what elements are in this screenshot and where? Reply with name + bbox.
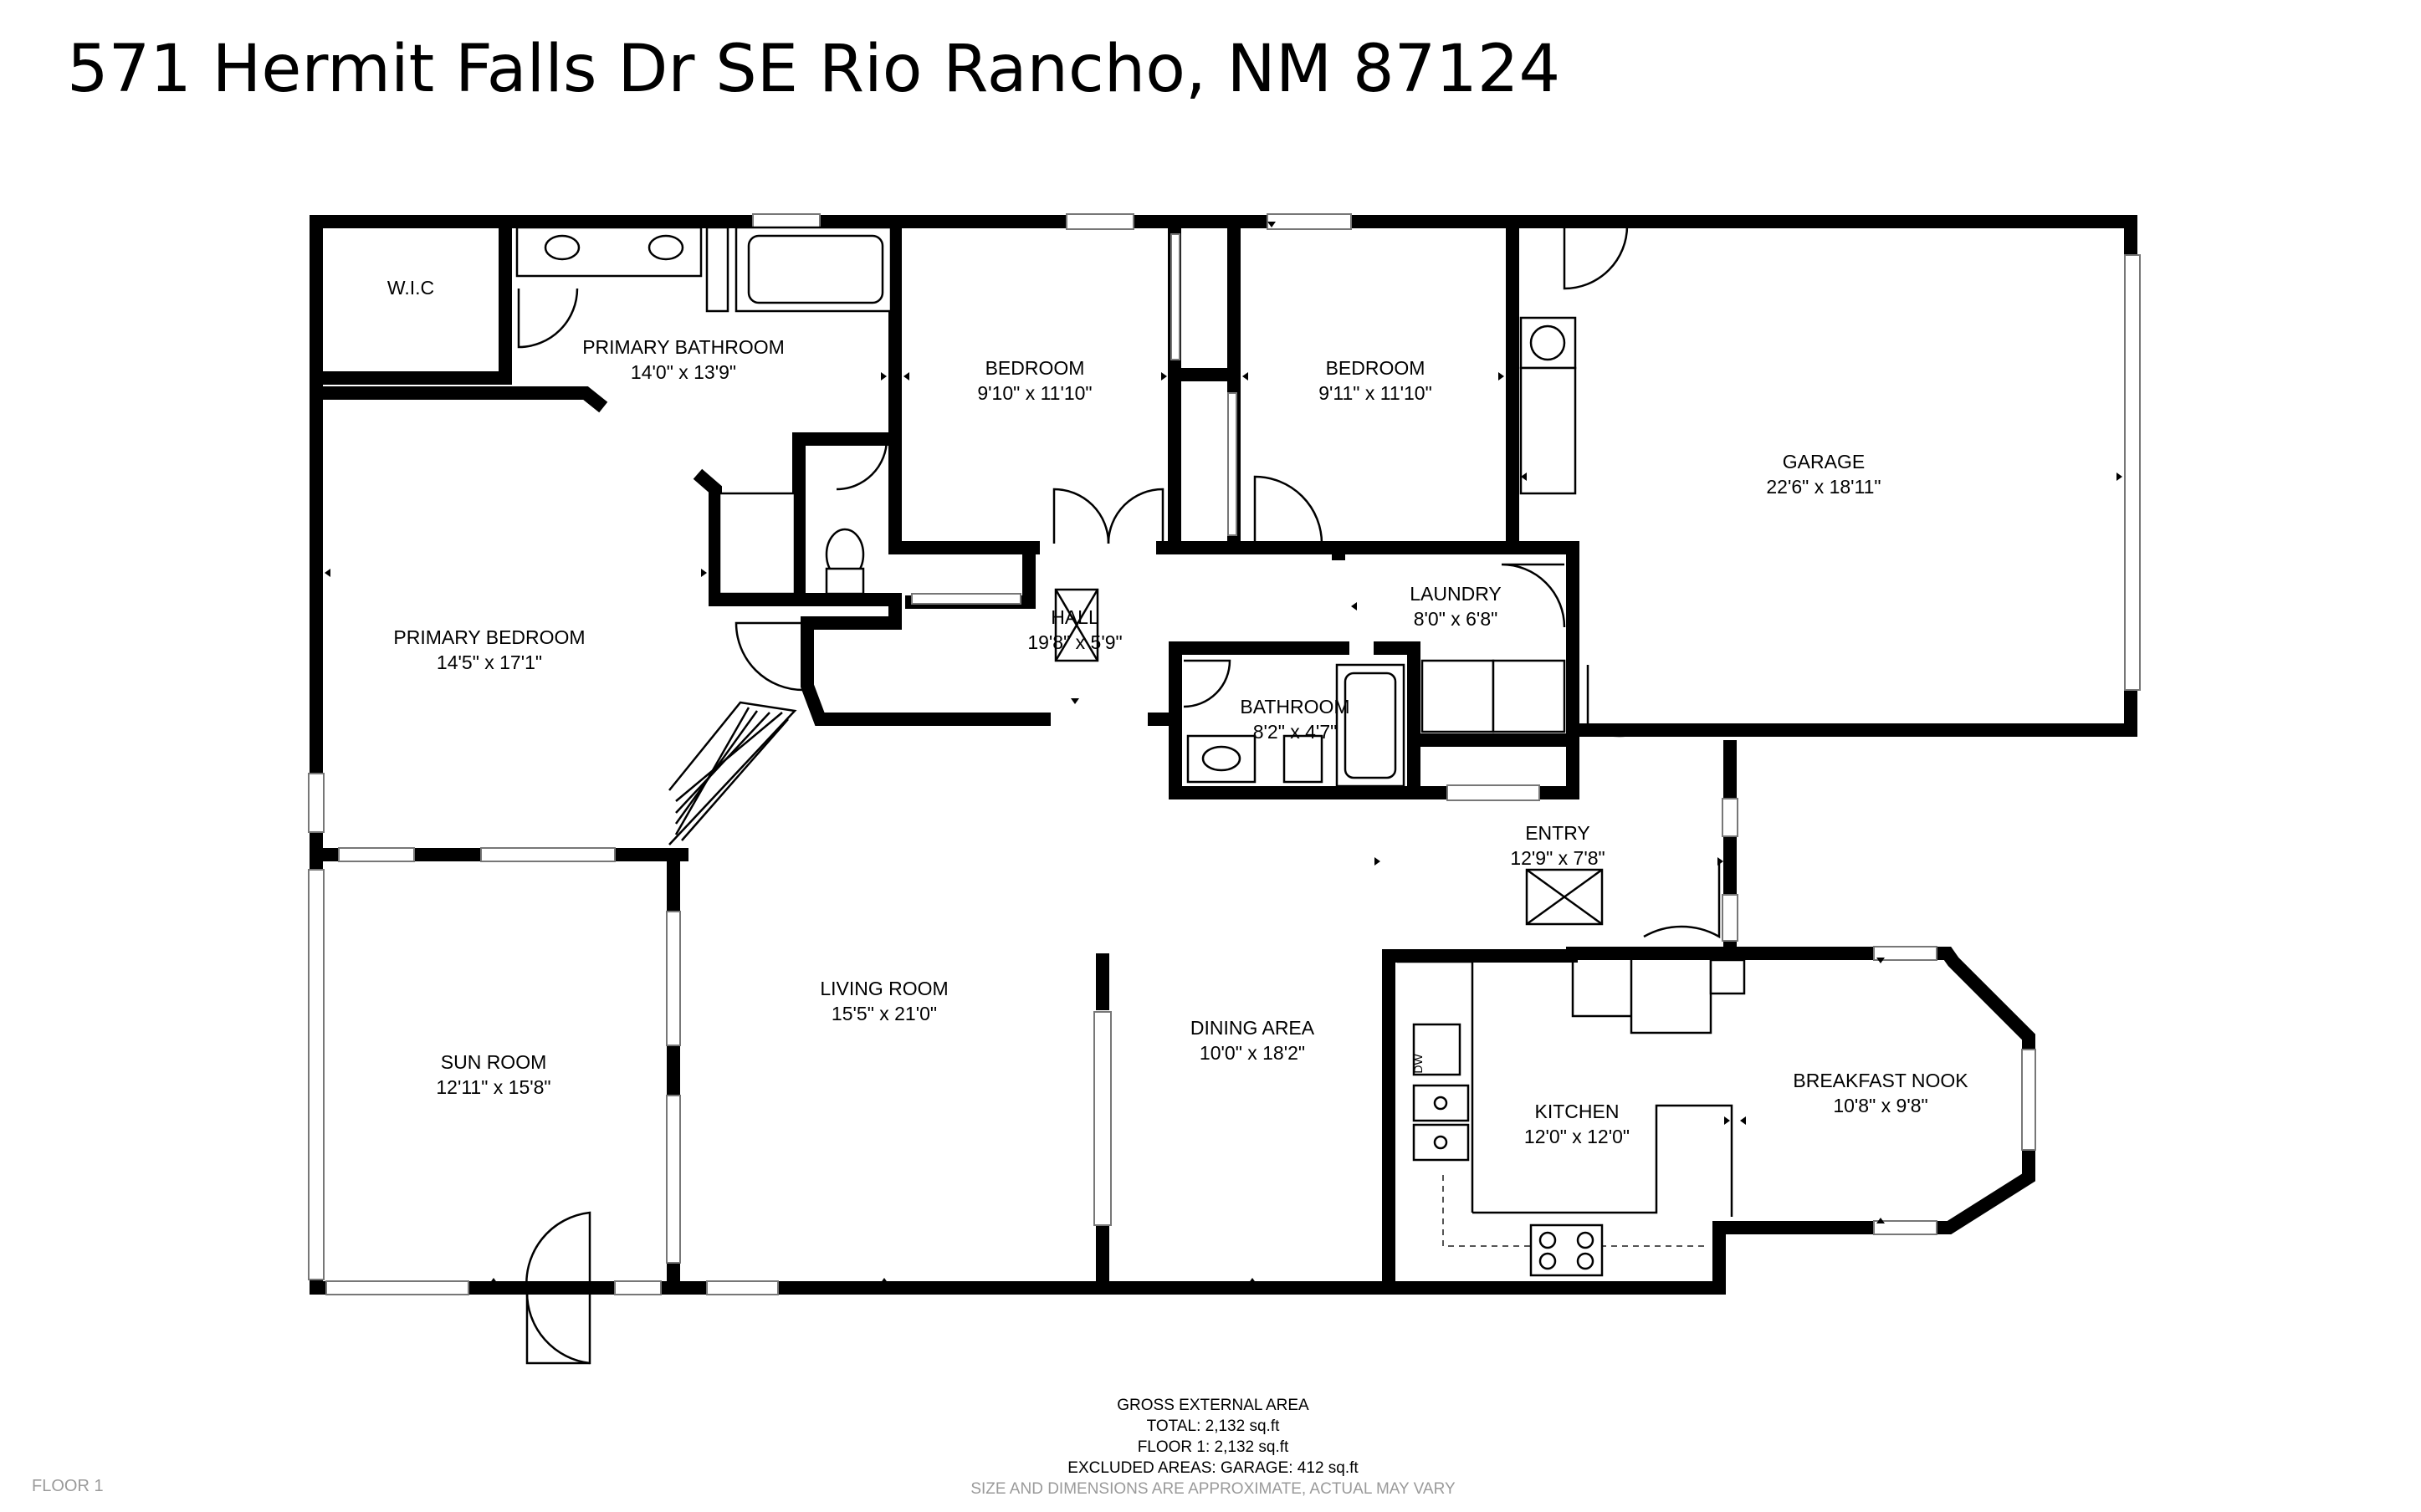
interior-walls: [310, 215, 1579, 1295]
area-heading: GROSS EXTERNAL AREA: [1117, 1397, 1309, 1414]
area-floor1: FLOOR 1: 2,132 sq.ft: [1137, 1438, 1289, 1456]
windows: [308, 213, 2141, 1295]
dining-area-name: DINING AREA: [1190, 1017, 1315, 1039]
kitchen-dims: 12'0" x 12'0": [1524, 1126, 1630, 1147]
laundry-dims: 8'0" x 6'8": [1414, 608, 1498, 630]
primary-bedroom-name: PRIMARY BEDROOM: [393, 626, 585, 648]
bedroom-1-dims: 9'10" x 11'10": [977, 382, 1092, 404]
laundry-name: LAUNDRY: [1410, 583, 1502, 605]
floor-label: FLOOR 1: [32, 1477, 104, 1495]
fixtures: DW: [515, 226, 1746, 1277]
breakfast-nook-dims: 10'8" x 9'8": [1833, 1095, 1927, 1116]
living-room-dims: 15'5" x 21'0": [832, 1003, 937, 1024]
bedroom-2-name: BEDROOM: [1326, 357, 1425, 379]
bedroom-1-name: BEDROOM: [985, 357, 1085, 379]
dining-area-dims: 10'0" x 18'2": [1200, 1042, 1305, 1064]
area-summary: GROSS EXTERNAL AREA TOTAL: 2,132 sq.ft F…: [920, 1395, 1506, 1499]
kitchen-name: KITCHEN: [1535, 1101, 1620, 1122]
primary-bedroom-dims: 14'5" x 17'1": [437, 651, 542, 673]
page-title: 571 Hermit Falls Dr SE Rio Rancho, NM 87…: [67, 32, 1561, 107]
breakfast-nook-name: BREAKFAST NOOK: [1793, 1070, 1968, 1091]
primary-bathroom-name: PRIMARY BATHROOM: [582, 336, 785, 358]
hall-name: HALL: [1051, 606, 1099, 628]
area-excluded: EXCLUDED AREAS: GARAGE: 412 sq.ft: [1067, 1459, 1359, 1477]
living-room-name: LIVING ROOM: [820, 978, 948, 999]
area-total: TOTAL: 2,132 sq.ft: [1146, 1418, 1280, 1435]
sun-room-dims: 12'11" x 15'8": [436, 1076, 550, 1098]
garage-dims: 22'6" x 18'11": [1766, 476, 1881, 498]
area-disclaimer: SIZE AND DIMENSIONS ARE APPROXIMATE, ACT…: [970, 1480, 1456, 1498]
entry-dims: 12'9" x 7'8": [1510, 847, 1605, 869]
stairs: [668, 701, 797, 845]
dimension-ticks: [325, 222, 2122, 1284]
hall-dims: 19'8" x 5'9": [1027, 631, 1122, 653]
primary-bathroom-dims: 14'0" x 13'9": [631, 361, 736, 383]
wic-label: W.I.C: [387, 277, 434, 299]
bathroom-dims: 8'2" x 4'7": [1253, 721, 1338, 743]
bathroom-name: BATHROOM: [1240, 696, 1349, 718]
dishwasher-label: DW: [1411, 1054, 1425, 1074]
garage-name: GARAGE: [1783, 451, 1865, 472]
entry-name: ENTRY: [1525, 822, 1590, 844]
bedroom-2-dims: 9'11" x 11'10": [1318, 382, 1432, 404]
doors: [517, 225, 1721, 1365]
sun-room-name: SUN ROOM: [441, 1051, 547, 1073]
room-labels: W.I.C PRIMARY BATHROOM 14'0" x 13'9" BED…: [387, 277, 1968, 1147]
